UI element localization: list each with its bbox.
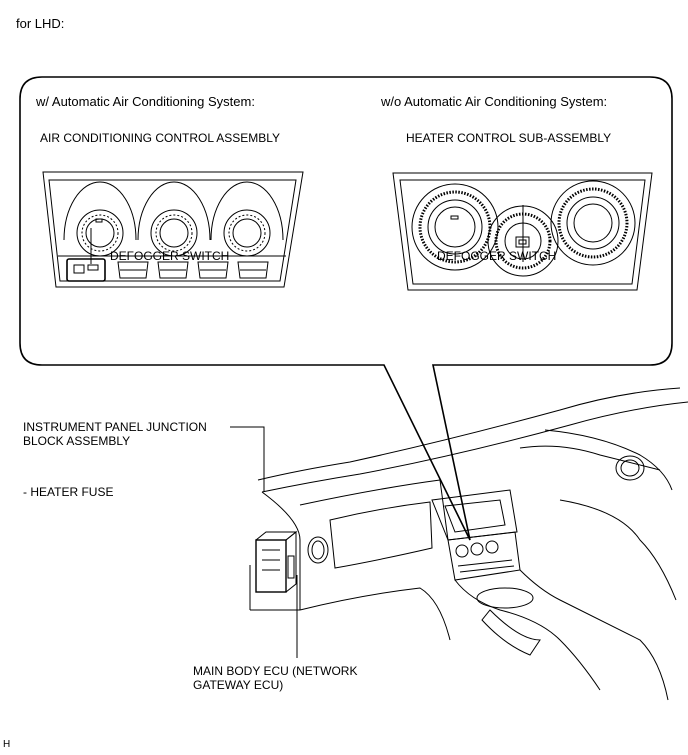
left-heading: w/ Automatic Air Conditioning System: xyxy=(36,94,255,109)
junction-block-label-line1: INSTRUMENT PANEL JUNCTION xyxy=(23,420,207,434)
heater-dial-right xyxy=(550,180,636,266)
dashboard-drawing xyxy=(249,387,688,701)
junction-block-label-line2: BLOCK ASSEMBLY xyxy=(23,434,131,448)
callout-box xyxy=(19,76,673,541)
figure-code: H xyxy=(3,739,11,750)
left-defogger-switch-label: DEFOGGER SWITCH xyxy=(110,249,230,263)
ac-dial-3 xyxy=(210,181,284,257)
main-body-ecu-drawing xyxy=(255,530,298,593)
ac-dial-2 xyxy=(137,181,211,257)
heater-control-drawing xyxy=(392,172,653,291)
right-heading: w/o Automatic Air Conditioning System: xyxy=(381,94,608,109)
heater-dial-left xyxy=(411,183,499,271)
variant-label: for LHD: xyxy=(16,16,65,31)
left-assembly-label: AIR CONDITIONING CONTROL ASSEMBLY xyxy=(40,131,281,145)
junction-block-leader xyxy=(230,426,265,492)
ac-dial-1 xyxy=(63,181,137,257)
heater-fuse-label: - HEATER FUSE xyxy=(23,485,114,499)
ecu-label-line2: GATEWAY ECU) xyxy=(193,678,284,692)
ac-control-assembly-drawing xyxy=(42,171,304,288)
ac-button-row xyxy=(66,258,269,282)
right-defogger-switch-label: DEFOGGER SWITCH xyxy=(437,249,557,263)
ecu-label-line1: MAIN BODY ECU (NETWORK xyxy=(193,664,358,678)
right-assembly-label: HEATER CONTROL SUB-ASSEMBLY xyxy=(406,131,612,145)
